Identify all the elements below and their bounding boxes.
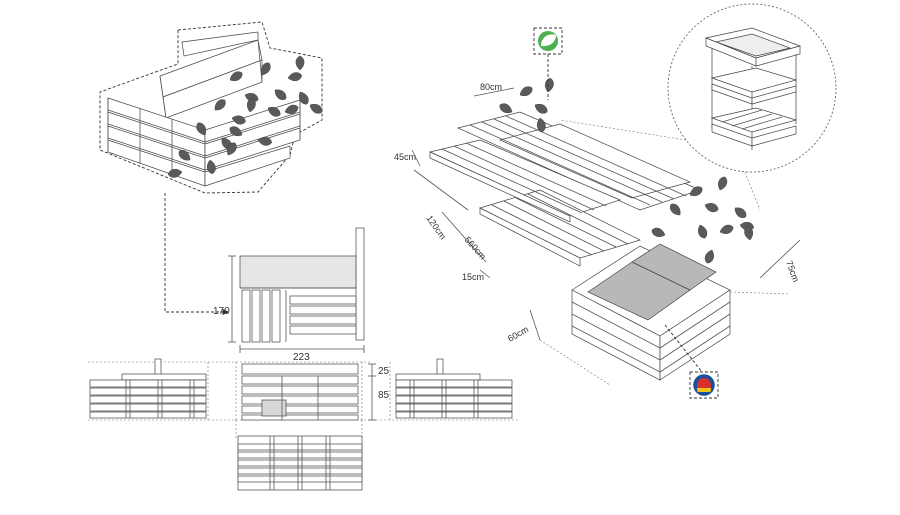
leaf-badge: [533, 27, 563, 100]
plan-views-row: 25 85: [88, 358, 520, 491]
deck-platforms: [428, 111, 701, 267]
detail-callout: [559, 3, 837, 211]
depth-label: 80cm: [480, 82, 502, 92]
globe-badge: [664, 324, 719, 399]
leader-arrow-icon: [164, 193, 229, 316]
bench-backrest: [159, 31, 263, 119]
front-width-label: 223: [293, 352, 310, 363]
right-side-view: [395, 358, 513, 419]
bottom-plan-view: [237, 435, 363, 491]
side-top-label: 25: [378, 366, 390, 377]
bench-label: 45cm: [394, 152, 416, 162]
bench-dashed-outline: [99, 21, 323, 194]
front-height-label: 170: [213, 306, 230, 317]
isometric-bench-view: [99, 21, 325, 316]
plant-height-label: 75cm: [784, 259, 801, 283]
gap-label: 15cm: [462, 272, 484, 282]
side-body-label: 85: [378, 390, 390, 401]
length-label: 560cm: [463, 235, 489, 262]
center-side-view: 25 85: [241, 363, 390, 421]
front-elevation-view: 170 223: [213, 227, 365, 363]
earth-icon: [693, 374, 715, 396]
pallet-label: 120cm: [424, 213, 448, 241]
isometric-garden-layout: 80cm 45cm 120cm 560cm 15cm 60cm 75cm: [394, 3, 837, 399]
bench-end-slats: [204, 99, 301, 187]
planter-height-label: 60cm: [506, 324, 530, 344]
left-side-view: [89, 358, 207, 419]
planter-box: [571, 243, 731, 381]
leaf-icon: [541, 34, 556, 47]
